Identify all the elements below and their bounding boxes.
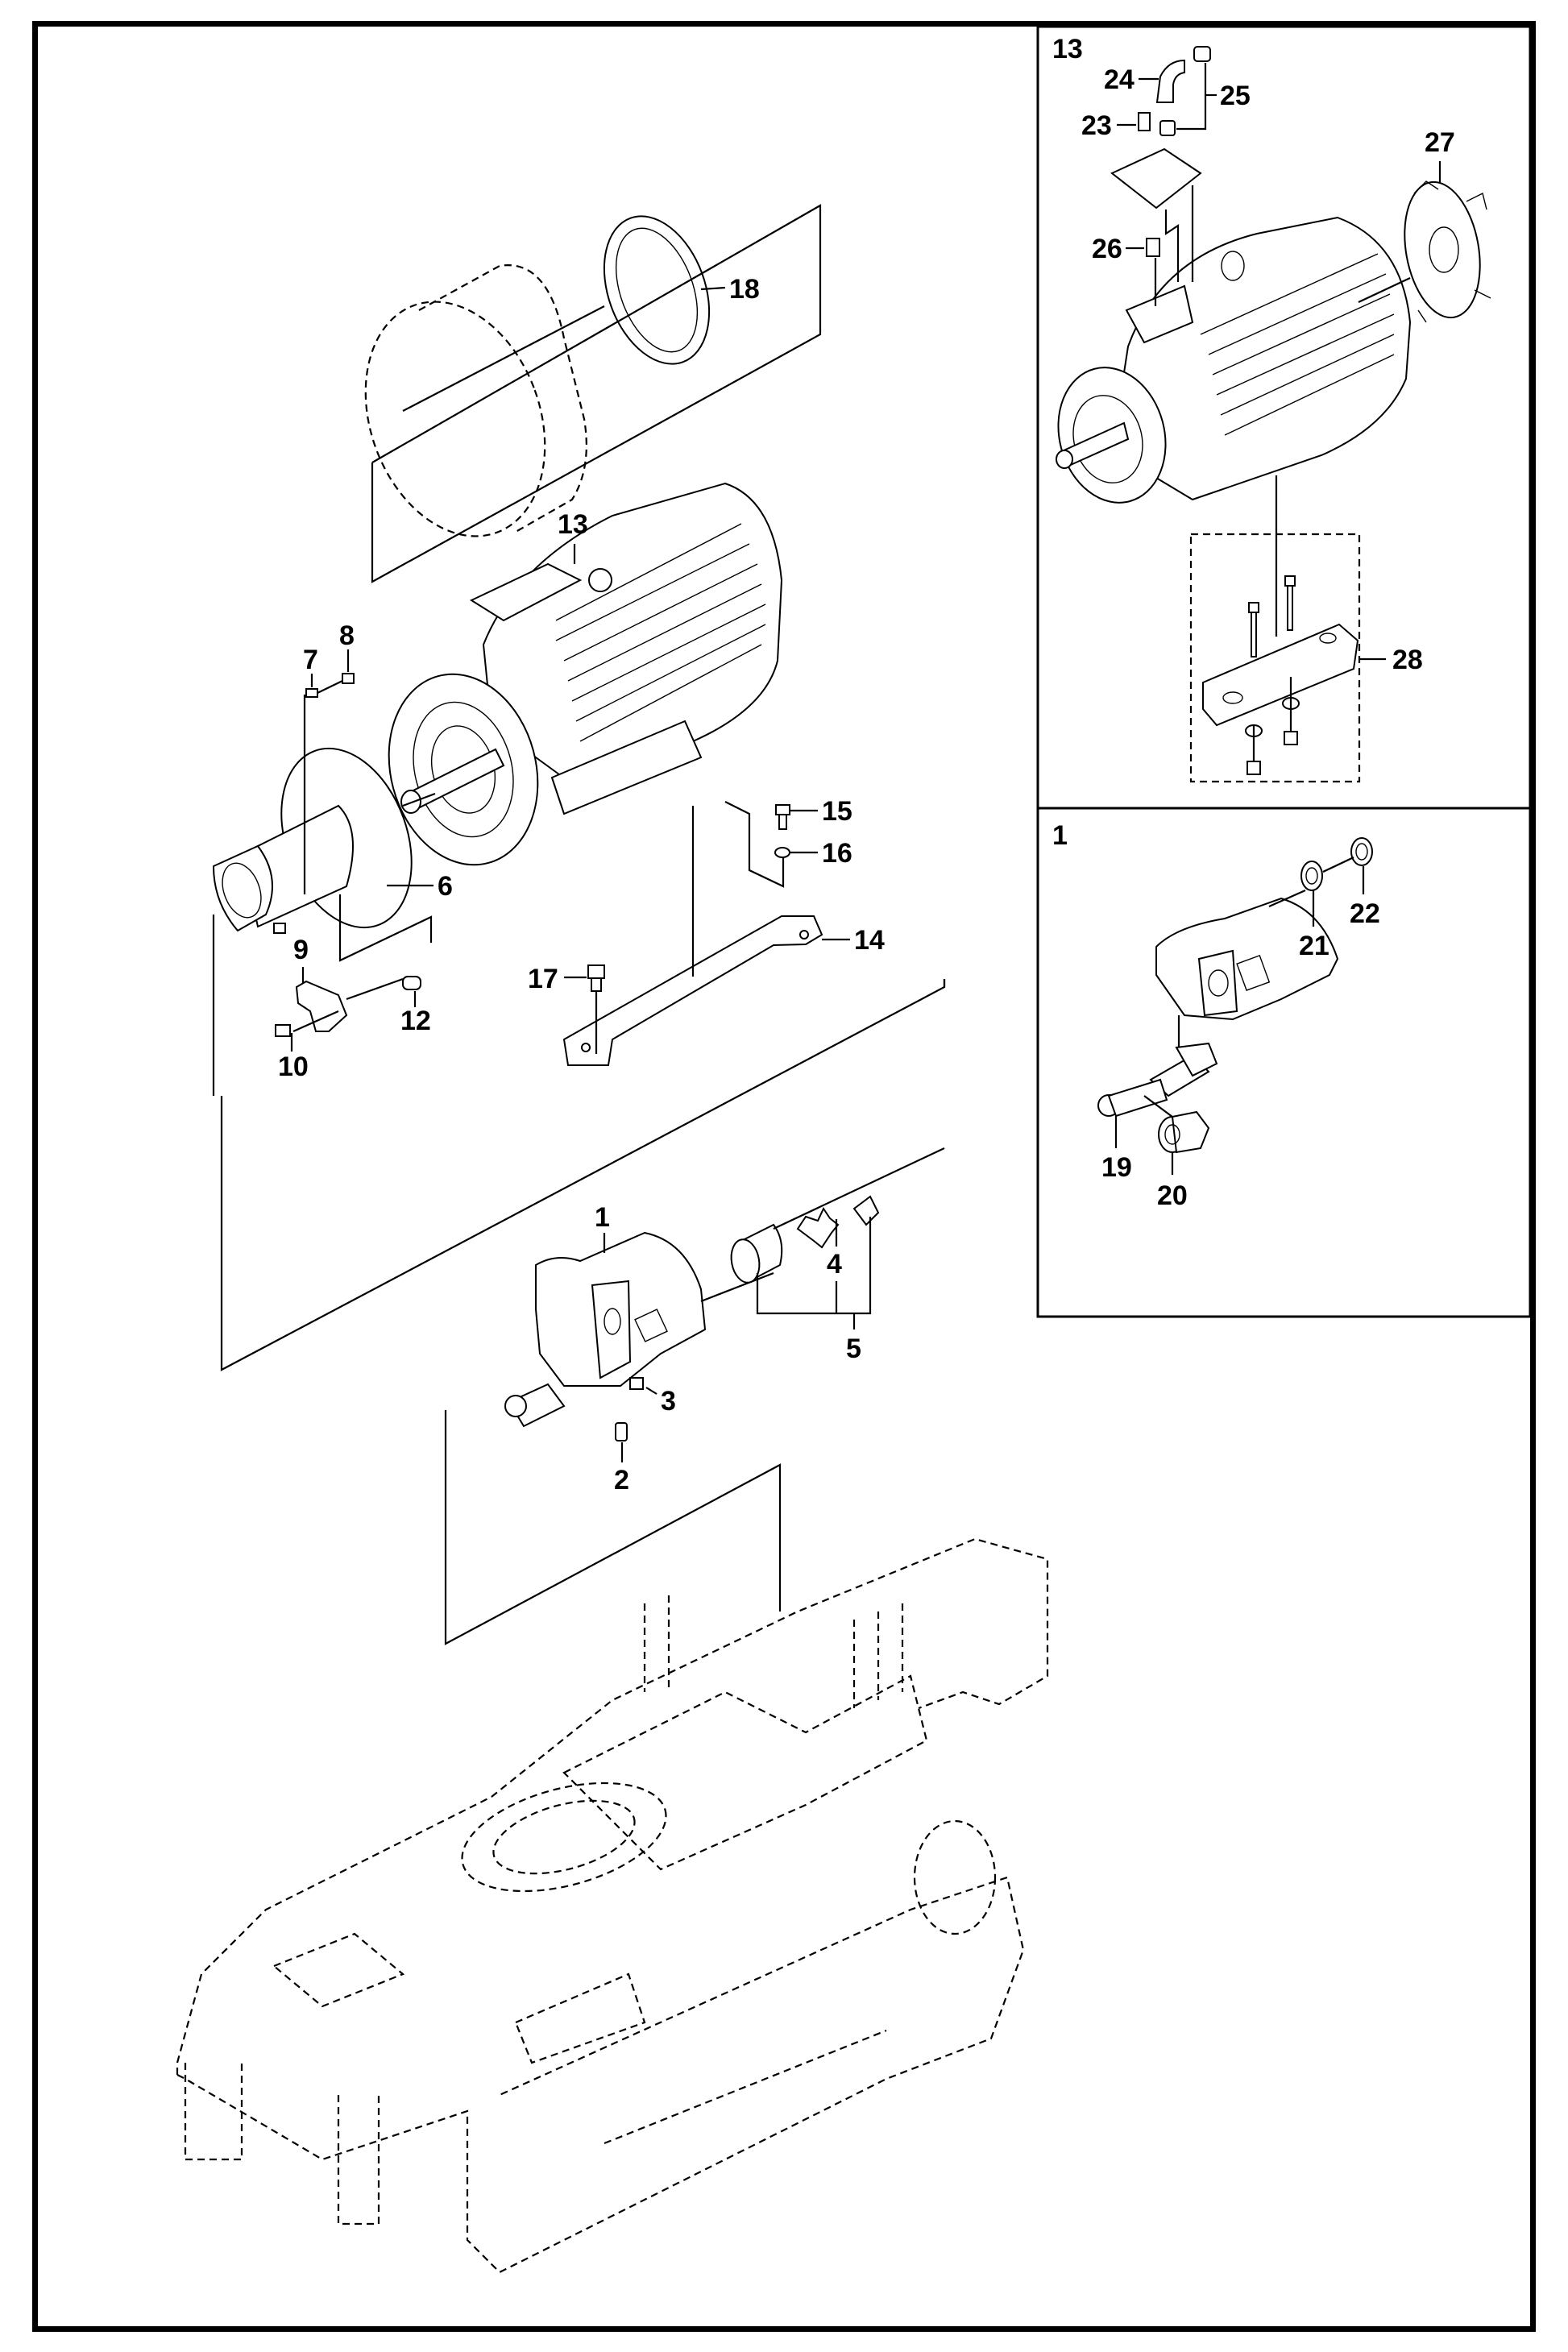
- callout-27: 27: [1425, 127, 1455, 158]
- part-21-shaft-seal: 21: [1299, 861, 1329, 961]
- assembly-bracket-frame: [444, 1410, 782, 1645]
- callout-16: 16: [822, 838, 852, 869]
- callout-5: 5: [846, 1334, 861, 1364]
- part-13-electric-motor: 13: [388, 482, 783, 866]
- part-8-nut: 8: [317, 620, 355, 694]
- part-3-screw: 3: [629, 1377, 676, 1417]
- part-17-screw: 17: [528, 964, 605, 1054]
- callout-8: 8: [339, 620, 355, 651]
- callout-26: 26: [1092, 234, 1122, 264]
- part-27-cooling-fan: 27: [1358, 127, 1491, 323]
- part-15-bolt: 15: [775, 796, 852, 830]
- part-25-plug-nut: 25: [1159, 46, 1251, 136]
- part-14-support-bar: 14: [562, 806, 885, 1066]
- machine-frame-chassis: [176, 1537, 1049, 2274]
- callout-17: 17: [528, 964, 558, 994]
- callout-9: 9: [293, 935, 309, 965]
- callout-28: 28: [1392, 645, 1423, 675]
- callout-15: 15: [822, 796, 852, 827]
- callout-6: 6: [438, 871, 453, 902]
- callout-25: 25: [1220, 81, 1251, 111]
- callout-4: 4: [827, 1249, 842, 1280]
- assembly-bracket-motor: [371, 204, 822, 583]
- part-24-elbow-fitting: 24: [1104, 59, 1185, 103]
- callout-20: 20: [1157, 1180, 1188, 1211]
- callout-7: 7: [303, 645, 318, 675]
- callout-12: 12: [400, 1006, 431, 1036]
- inset-title-motor: 13: [1052, 34, 1083, 64]
- part-1-hydraulic-pump: 1: [504, 1202, 774, 1428]
- callout-2: 2: [614, 1465, 629, 1495]
- part-10-screw: 10: [273, 923, 339, 1082]
- callout-18: 18: [729, 274, 760, 305]
- callout-1: 1: [595, 1202, 610, 1233]
- part-5-coupling: 5: [730, 1147, 945, 1364]
- callout-3: 3: [661, 1386, 676, 1417]
- drawing-frame: [32, 21, 1536, 2332]
- inset-motor-assembly: [1056, 216, 1412, 504]
- part-7-washer: 7: [212, 645, 318, 1096]
- callout-19: 19: [1101, 1152, 1132, 1183]
- callout-24: 24: [1104, 64, 1135, 95]
- callout-10: 10: [278, 1052, 309, 1082]
- inset-title-pump: 1: [1052, 820, 1068, 851]
- part-9-bracket: 9: [293, 935, 348, 1032]
- part-19-valve-cartridge: 19: [1097, 1042, 1218, 1183]
- part-2-plug: 2: [614, 1422, 629, 1495]
- part-16-washer: 16: [724, 801, 852, 888]
- callout-22: 22: [1350, 898, 1380, 929]
- inset-panel-pump: 1: [1036, 807, 1532, 1318]
- part-22-retaining-ring: 22: [1322, 837, 1380, 929]
- part-4-coupling-spider: 4: [796, 1206, 842, 1280]
- callout-23: 23: [1081, 110, 1112, 141]
- part-20-solenoid-coil: 20: [1143, 1095, 1210, 1211]
- terminal-box-cover: [1110, 147, 1202, 282]
- callout-13: 13: [558, 509, 588, 540]
- part-28-motor-foot-kit: 28: [1189, 475, 1423, 783]
- part-23-cable-gland: 23: [1081, 110, 1151, 141]
- callout-21: 21: [1299, 931, 1329, 961]
- part-18-cover-group: 18: [364, 215, 760, 537]
- callout-14: 14: [854, 925, 885, 956]
- part-26-terminal-connector: 26: [1092, 234, 1160, 306]
- inset-pump-assembly: [1155, 889, 1339, 1047]
- part-12-spacer: 12: [338, 894, 433, 1036]
- part-6-adapter-flange: 6: [212, 747, 453, 932]
